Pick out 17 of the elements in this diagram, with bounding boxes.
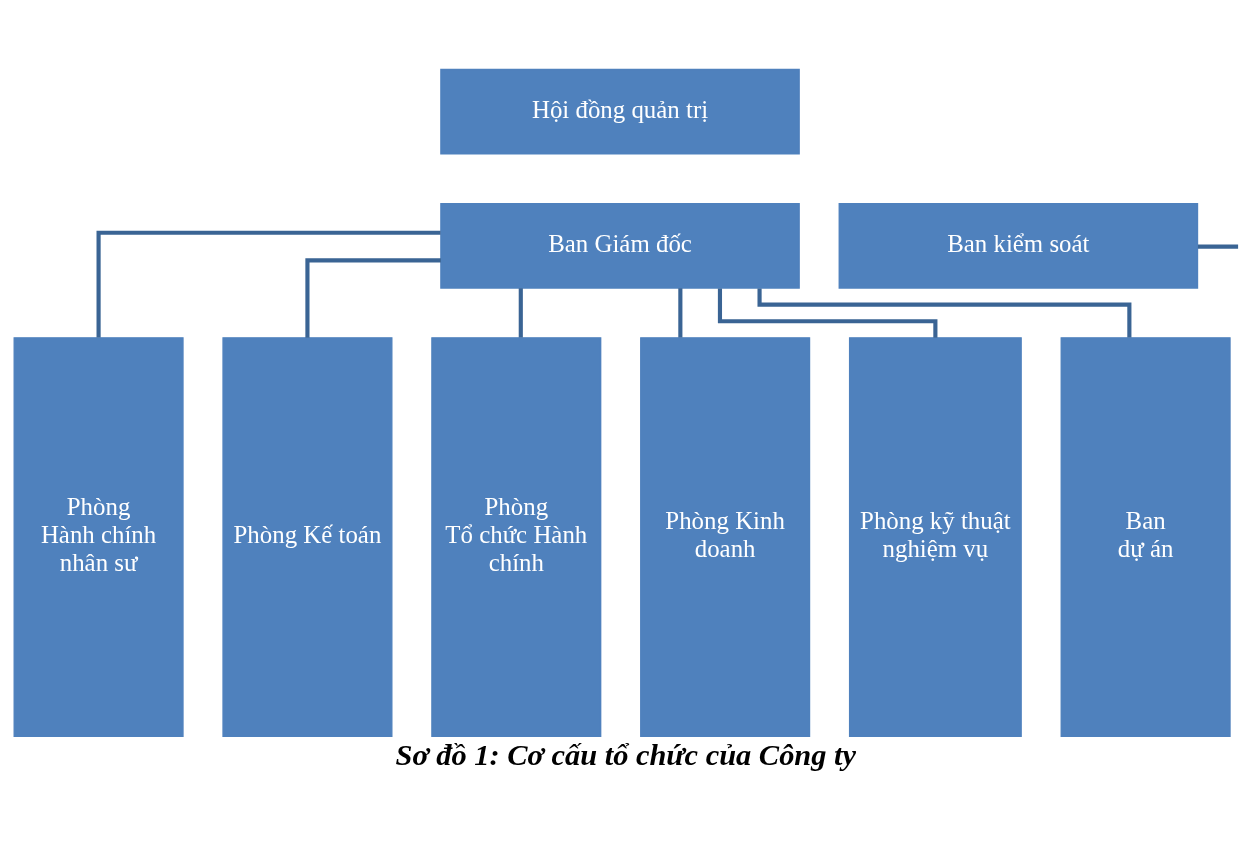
connector bbox=[678, 287, 683, 337]
node-box: Phòng Tổ chức Hành chính bbox=[431, 336, 602, 737]
node-box: Ban kiểm soát bbox=[838, 202, 1199, 289]
node-box: Phòng kỹ thuật nghiệm vụ bbox=[848, 336, 1022, 737]
connector bbox=[717, 287, 938, 338]
node-box: Hội đồng quản trị bbox=[440, 68, 800, 155]
caption: Sơ đồ 1: Cơ cấu tổ chức của Công ty bbox=[395, 737, 857, 772]
connector bbox=[96, 230, 441, 337]
connector bbox=[305, 257, 441, 338]
node-box: Phòng Kinh doanh bbox=[640, 336, 811, 737]
node-box: Ban dự án bbox=[1060, 336, 1231, 737]
node-box: Ban Giám đốc bbox=[440, 202, 800, 289]
connector bbox=[757, 288, 1132, 337]
connector bbox=[518, 287, 523, 337]
node-box: Phòng Hành chính nhân sư bbox=[13, 336, 184, 737]
node-box: Phòng Kế toán bbox=[222, 336, 393, 737]
connector bbox=[1197, 244, 1239, 249]
